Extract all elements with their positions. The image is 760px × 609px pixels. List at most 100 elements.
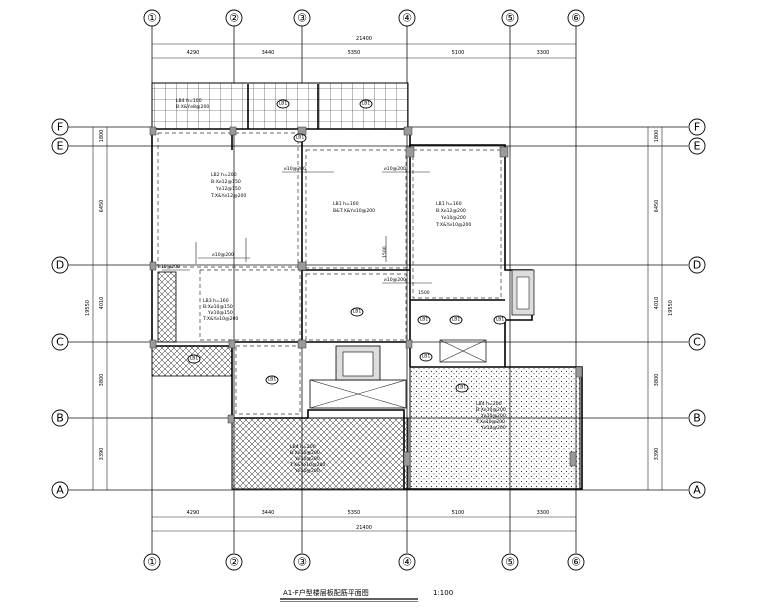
rebar-note: 1500 <box>418 290 430 296</box>
axis-bubbles-right: F E D C B A <box>688 118 706 499</box>
slab-tag-5: LB1 <box>420 317 429 323</box>
note-line: T:X&Y⌀10@200 <box>289 462 325 468</box>
axis-label: ② <box>229 12 239 25</box>
rebar-note: ⌀10@200 <box>212 252 234 258</box>
slab-tag-1: LB1 <box>279 101 288 107</box>
stair-crosshatch <box>157 271 177 343</box>
dim-top-1: 4290 <box>187 50 200 56</box>
axis-label: E <box>57 140 64 153</box>
note-line: B&T:X&Y⌀10@200 <box>333 208 375 214</box>
note-line: B:X⌀10@200 <box>476 407 506 413</box>
axis-label: ② <box>229 556 239 569</box>
axis-label: F <box>57 121 63 134</box>
axis-bubbles-bottom: ① ② ③ ④ ⑤ ⑥ <box>143 553 585 571</box>
slab-tag-8: LB1 <box>422 354 431 360</box>
dim-top-2: 3440 <box>262 50 275 56</box>
slab-tag-9: LB1 <box>268 377 277 383</box>
note-line: LB2 h=200 <box>211 172 237 178</box>
axis-label: F <box>694 121 700 134</box>
axis-label: ⑥ <box>571 12 581 25</box>
note-lb3: LB3 h=160 B:X⌀10@150 Y⌀10@150 T:X&Y⌀10@2… <box>202 298 238 322</box>
note-line: LB4 h=100 <box>176 98 202 104</box>
slab-tags: LB1 LB1 LB1 LB1 LB1 LB1 LB1 LB1 LB1 LB1 … <box>187 99 507 393</box>
note-lb4-bottom: LB4 h=200 B:X⌀10@200 Y⌀10@200 T:X&Y⌀10@2… <box>289 444 325 474</box>
rebar-callouts: ⌀10@200 ⌀10@200 ⌀10@200 ⌀10@200 ⌀10@200 … <box>158 166 432 296</box>
slab-tag-11: LB1 <box>458 385 467 391</box>
dim-left-2: 6450 <box>99 200 105 213</box>
slab-tag-7: LB1 <box>496 317 505 323</box>
note-line: B:X⌀10@200 <box>290 450 320 456</box>
dim-top-3: 5350 <box>348 50 361 56</box>
axis-label: ① <box>147 556 157 569</box>
note-line: LB1 h=160 <box>333 201 359 207</box>
dim-bottom-2: 3440 <box>262 510 275 516</box>
axis-bubbles-top: ① ② ③ ④ ⑤ ⑥ <box>143 9 585 27</box>
axis-label: ⑥ <box>571 556 581 569</box>
axis-label: B <box>56 412 64 425</box>
axis-label: A <box>56 484 64 497</box>
rebar-note: 1500 <box>382 246 388 258</box>
dim-bottom-5: 3300 <box>537 510 550 516</box>
axis-label: C <box>56 336 64 349</box>
rebar-note: ⌀10@200 <box>384 277 406 283</box>
terrace-slab-dotted <box>409 366 581 490</box>
dim-right-5: 3390 <box>654 448 660 461</box>
axis-label: ⑤ <box>505 556 515 569</box>
dim-right-total: 19550 <box>668 300 674 316</box>
note-line: T:X⌀10@200 <box>475 419 505 425</box>
dashed-outlines <box>157 132 502 415</box>
dims-bottom: 4290 3440 5350 5100 3300 21400 <box>187 510 550 531</box>
walls <box>151 84 583 490</box>
rebar-note: ⌀10@200 <box>384 166 406 172</box>
dim-bottom-4: 5100 <box>452 510 465 516</box>
dims-left: 1800 6450 4010 3800 3390 19550 <box>85 130 105 461</box>
dims-top: 21400 4290 3440 5350 5100 3300 <box>187 36 550 56</box>
dim-top-5: 3300 <box>537 50 550 56</box>
note-line: T:X&Y⌀12@200 <box>210 193 246 199</box>
drawing-title: A1-F户型楼层板配筋平面图 1:100 <box>280 588 453 602</box>
note-lb4-top: LB4 h=100 B:X&Y⌀8@200 <box>176 98 209 110</box>
dims-right: 1800 6450 4010 3800 3390 19550 <box>654 130 674 461</box>
note-line: B:X⌀10@150 <box>203 304 233 310</box>
slab-tag-2: LB1 <box>362 101 371 107</box>
axis-label: C <box>693 336 701 349</box>
note-line: LB3 h=160 <box>203 298 229 304</box>
note-line: LB4 h=200 <box>476 401 502 407</box>
dim-right-4: 3800 <box>654 374 660 387</box>
note-line: T:X&Y⌀10@200 <box>435 222 471 228</box>
note-line: Y⌀10@200 <box>480 425 506 431</box>
axis-label: D <box>56 259 64 272</box>
note-line: B:X&Y⌀8@200 <box>176 104 209 110</box>
note-line: B:X⌀12@150 <box>211 179 241 185</box>
note-line: LB4 h=200 <box>290 444 316 450</box>
rebar-note: ⌀10@200 <box>284 166 306 172</box>
axis-label: ⑤ <box>505 12 515 25</box>
axis-label: ③ <box>297 12 307 25</box>
dim-right-3: 4010 <box>654 297 660 310</box>
shaft <box>309 269 535 409</box>
dim-total-bottom: 21400 <box>356 525 372 531</box>
note-line: B:X⌀12@200 <box>436 208 466 214</box>
dim-left-5: 3390 <box>99 448 105 461</box>
note-line: T:X&Y⌀10@200 <box>202 316 238 322</box>
drawing-scale: 1:100 <box>433 589 453 597</box>
lower-slab-crosshatch <box>231 417 409 490</box>
slab-tag-6: LB1 <box>452 317 461 323</box>
note-lb2: LB2 h=200 B:X⌀12@150 Y⌀12@150 T:X&Y⌀12@2… <box>210 172 246 199</box>
slab-tag-10: LB1 <box>190 356 199 362</box>
axis-label: B <box>693 412 701 425</box>
dim-left-4: 3800 <box>99 374 105 387</box>
note-lb4-right: LB4 h=200 B:X⌀10@200 Y⌀10@200 T:X⌀10@200… <box>475 401 506 431</box>
dim-top-4: 5100 <box>452 50 465 56</box>
axis-label: ④ <box>402 556 412 569</box>
dimension-lines <box>92 43 663 532</box>
axis-label: ③ <box>297 556 307 569</box>
axis-label: ④ <box>402 12 412 25</box>
dim-right-2: 6450 <box>654 200 660 213</box>
axis-label: A <box>693 484 701 497</box>
dim-bottom-1: 4290 <box>187 510 200 516</box>
dim-right-1: 1800 <box>654 130 660 143</box>
axis-label: D <box>693 259 701 272</box>
dim-left-1: 1800 <box>99 130 105 143</box>
